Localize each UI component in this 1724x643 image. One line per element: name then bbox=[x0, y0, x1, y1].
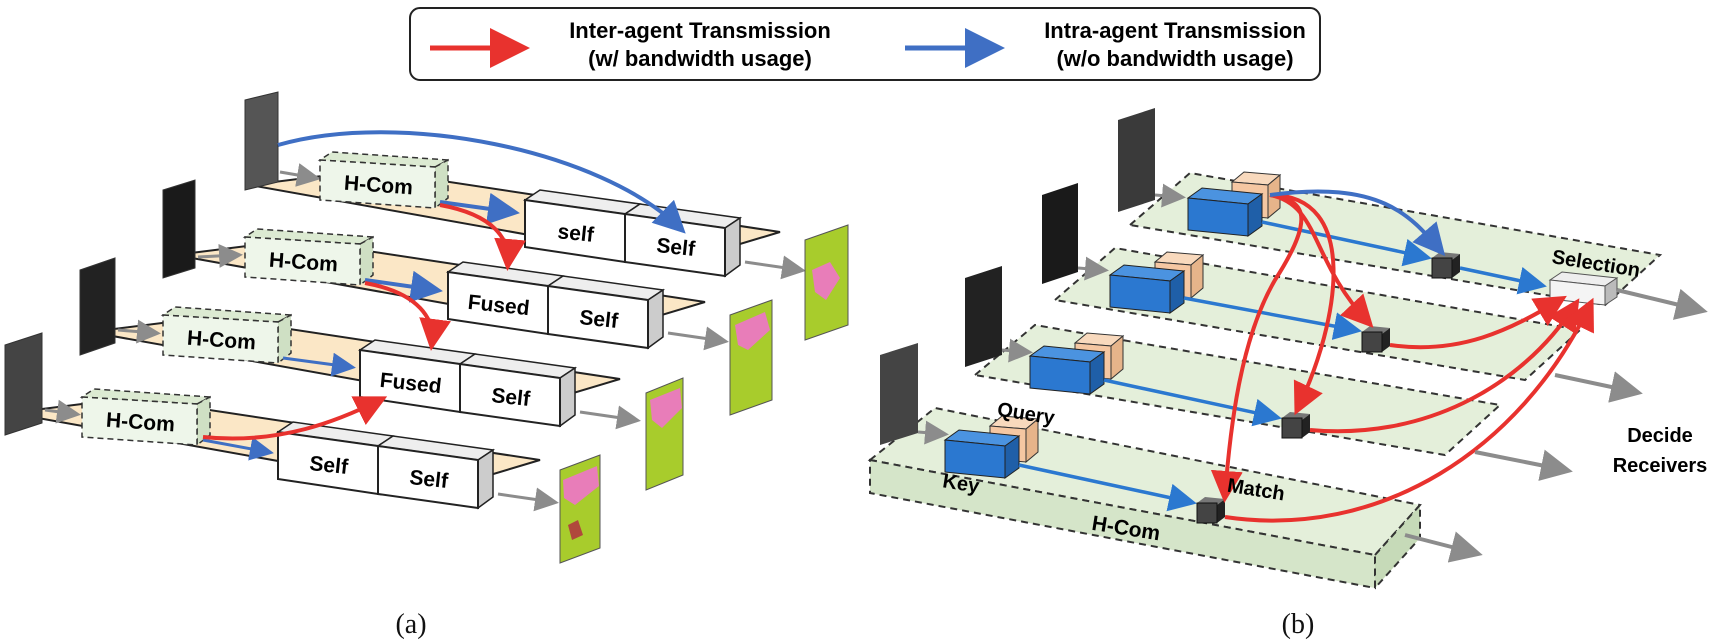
inter-arrow bbox=[202, 396, 388, 441]
panel-a-row-3: H-Com Self Self bbox=[4, 332, 601, 564]
key-block bbox=[943, 429, 1021, 479]
output-arrow bbox=[744, 255, 806, 280]
intra-arrow bbox=[1261, 220, 1432, 267]
decide-receivers-label-line2: Receivers bbox=[1613, 455, 1708, 477]
legend-inter-subtitle: (w/ bandwidth usage) bbox=[588, 46, 812, 71]
sensor-image bbox=[4, 332, 43, 436]
input-arrow bbox=[1154, 183, 1186, 208]
intra-arrow bbox=[364, 270, 443, 303]
inter-arrow bbox=[439, 203, 527, 271]
hcom-label: H-Com bbox=[268, 249, 338, 277]
panel-a: H-Com self Self bbox=[4, 91, 849, 640]
hcom-block: H-Com bbox=[317, 151, 451, 210]
feature-box: Self bbox=[622, 203, 743, 278]
hcom-block: H-Com bbox=[242, 228, 376, 287]
key-block bbox=[1108, 264, 1186, 314]
input-arrow bbox=[1001, 338, 1033, 363]
feature-box-label: Self bbox=[408, 466, 450, 493]
key-block bbox=[1186, 187, 1264, 237]
legend-inter-title: Inter-agent Transmission bbox=[569, 18, 831, 43]
sensor-image bbox=[1042, 183, 1078, 284]
intra-arrow bbox=[277, 130, 686, 234]
output-arrow bbox=[579, 405, 641, 430]
hcom-label: H-Com bbox=[105, 409, 175, 437]
match-cube bbox=[1281, 412, 1310, 439]
output-map-pattern bbox=[568, 520, 583, 540]
match-cube bbox=[1431, 252, 1460, 279]
legend-intra-title: Intra-agent Transmission bbox=[1044, 18, 1306, 43]
input-arrow bbox=[917, 420, 949, 445]
panel-a-row-1: H-Com Fused Self bbox=[162, 179, 773, 416]
sensor-image bbox=[965, 266, 1002, 367]
output-arrow bbox=[1404, 531, 1483, 563]
input-arrow bbox=[279, 163, 321, 187]
hcom-block: H-Com bbox=[79, 388, 213, 447]
intra-arrow bbox=[202, 436, 274, 461]
panel-a-caption: (a) bbox=[395, 609, 426, 640]
intra-arrow bbox=[1269, 189, 1446, 257]
input-arrow bbox=[1077, 256, 1109, 281]
inter-arrow bbox=[1210, 193, 1304, 503]
input-arrow bbox=[197, 243, 243, 268]
legend-intra-subtitle: (w/o bandwidth usage) bbox=[1056, 46, 1293, 71]
key-block bbox=[1028, 345, 1106, 395]
output-map-pattern bbox=[735, 312, 770, 350]
hcom-block: H-Com bbox=[160, 306, 294, 365]
output-arrow bbox=[1474, 449, 1573, 481]
panel-b-caption: (b) bbox=[1282, 609, 1315, 640]
intra-arrow bbox=[1103, 378, 1282, 427]
sensor-image bbox=[1118, 108, 1155, 212]
hcom-label: H-Com bbox=[186, 327, 256, 355]
output-arrow bbox=[1554, 371, 1643, 403]
feature-box: self bbox=[522, 189, 643, 264]
output-arrow bbox=[497, 487, 559, 512]
decide-receivers-label-line1: Decide bbox=[1627, 425, 1693, 447]
sensor-image bbox=[880, 343, 918, 445]
inter-arrow bbox=[1224, 297, 1594, 523]
legend: Inter-agent Transmission (w/ bandwidth u… bbox=[409, 7, 1321, 81]
inter-arrow bbox=[1389, 295, 1567, 350]
feature-box-label: Self bbox=[490, 384, 532, 411]
output-map-pattern bbox=[563, 466, 599, 505]
output-map-pattern bbox=[812, 262, 840, 300]
feature-box: Self bbox=[375, 435, 496, 510]
input-arrow bbox=[117, 319, 161, 344]
feature-box-label: Self bbox=[308, 452, 350, 479]
feature-box-label: self bbox=[556, 220, 595, 247]
feature-box-label: Self bbox=[655, 234, 697, 261]
feature-box: Self bbox=[457, 353, 578, 428]
input-arrow bbox=[44, 399, 81, 424]
inter-arrow bbox=[1269, 193, 1336, 416]
match-cube bbox=[1196, 497, 1225, 524]
feature-box: Fused bbox=[445, 261, 566, 336]
sensor-image bbox=[79, 257, 116, 356]
inter-arrow bbox=[1309, 298, 1580, 434]
intra-arrow bbox=[282, 352, 356, 377]
output-arrow bbox=[1616, 288, 1708, 320]
panel-b: Selection Query Key Match H-Com Decide R… bbox=[867, 108, 1708, 640]
output-map-pattern bbox=[650, 388, 682, 428]
sensor-image bbox=[162, 179, 196, 279]
feature-box-label: Self bbox=[578, 306, 620, 333]
hcom-label: H-Com bbox=[343, 172, 413, 200]
inter-arrow bbox=[364, 281, 451, 351]
feature-box: Self bbox=[545, 275, 666, 350]
intra-arrow bbox=[1459, 266, 1547, 295]
sensor-image bbox=[244, 91, 279, 191]
inter-arrow bbox=[1269, 193, 1374, 328]
output-arrow bbox=[667, 326, 729, 351]
intra-arrow bbox=[1018, 463, 1197, 512]
intra-arrow bbox=[439, 192, 520, 225]
match-cube bbox=[1361, 326, 1390, 353]
